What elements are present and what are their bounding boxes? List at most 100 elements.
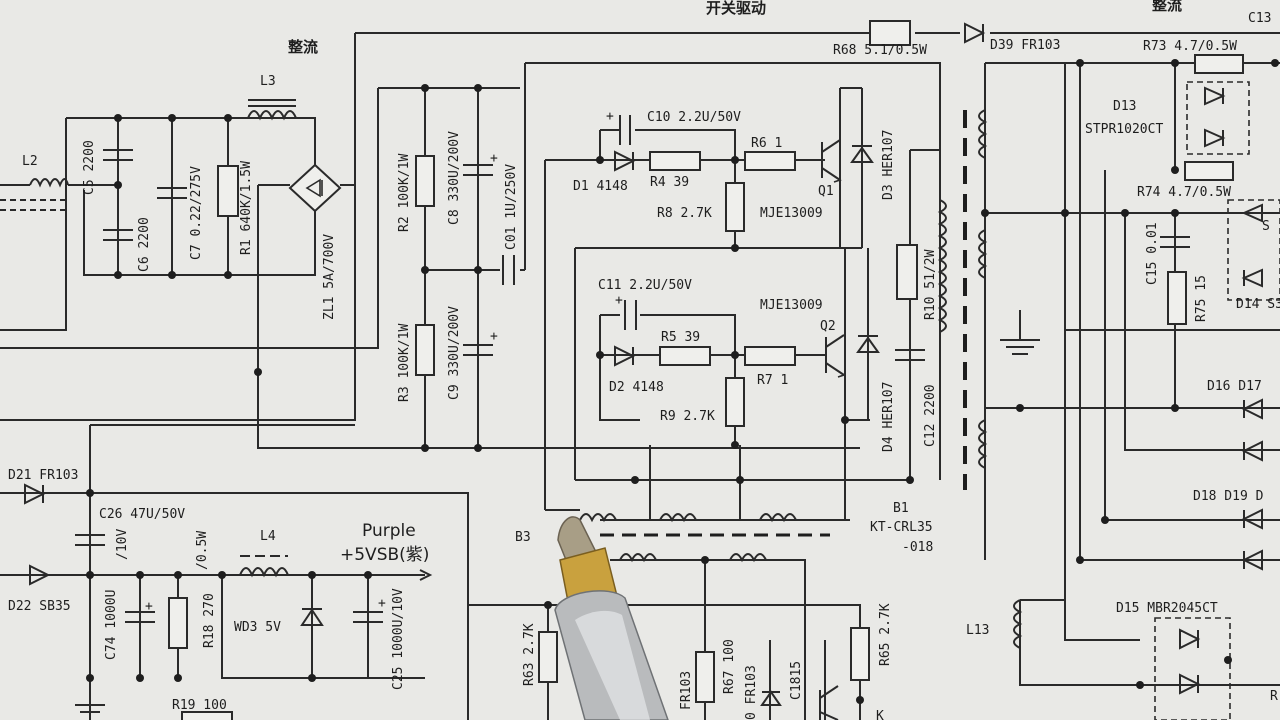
- resistor-r5: [659, 346, 711, 366]
- diode-d3: [850, 145, 874, 163]
- diode-d19: [1241, 549, 1263, 571]
- resistor-r2: [415, 155, 435, 207]
- diode-d21: [24, 483, 46, 505]
- diode-d16: [1241, 398, 1263, 420]
- capacitor-c5: [103, 149, 133, 161]
- label-r68: R68 5.1/0.5W: [833, 43, 927, 58]
- label-c6: C6 2200: [137, 217, 152, 272]
- label-zl1: ZL1 5A/700V: [322, 234, 337, 320]
- transformer-b1-primary: [937, 199, 947, 333]
- label-r4: R4 39: [650, 175, 689, 190]
- resistor-r67: [695, 651, 715, 703]
- label-c12: C12 2200: [923, 384, 938, 447]
- label-b1: B1: [893, 501, 909, 516]
- labels: 整流 开关驱动 整流 L2 L3 L4 L13 C5 2200 C6 2200 …: [8, 0, 1280, 720]
- polarity-plus-icon: +: [490, 329, 498, 344]
- resistor-r8: [725, 182, 745, 232]
- label-fragment-k: K: [876, 709, 884, 720]
- resistor-r1: [217, 165, 239, 217]
- label-c1815: C1815: [789, 661, 804, 700]
- polarity-plus-icon: +: [490, 151, 498, 166]
- bridge-rectifier-zl1: [288, 163, 342, 213]
- transistor-c1815: [819, 685, 839, 720]
- ground-symbol: [1000, 310, 1040, 355]
- package-d14: [1227, 199, 1280, 301]
- transformer-b3-secondary: [619, 553, 767, 563]
- label-r18: R18 270: [202, 593, 217, 648]
- label-c13: C13: [1248, 11, 1271, 26]
- label-q2: Q2: [820, 319, 836, 334]
- label-r2: R2 100K/1W: [397, 154, 412, 232]
- diode-fr103: [760, 690, 782, 706]
- resistor-r68: [869, 20, 911, 46]
- inductor-l2-core: [0, 199, 68, 211]
- capacitor-c15: [1160, 236, 1190, 248]
- polarity-plus-icon: +: [378, 596, 386, 611]
- resistor-r6: [744, 151, 796, 171]
- label-d1: D1 4148: [573, 179, 628, 194]
- label-c26: C26 47U/50V: [99, 507, 185, 522]
- label-r9: R9 2.7K: [660, 409, 715, 424]
- label-purple: Purple: [362, 521, 416, 541]
- label-b1-part: KT-CRL35: [870, 520, 933, 535]
- diode-pair-d13: [1204, 86, 1226, 148]
- bridge-diode-icon: [305, 178, 323, 198]
- resistor-r73: [1194, 54, 1244, 74]
- label-l3: L3: [260, 74, 276, 89]
- inductor-l13: [1013, 599, 1023, 649]
- capacitor-c7: [157, 187, 187, 199]
- label-c5: C5 2200: [82, 140, 97, 195]
- label-c15: C15 0.01: [1145, 222, 1160, 285]
- label-q2-part: MJE13009: [760, 298, 823, 313]
- resistor-r18: [168, 597, 188, 649]
- label-d15: D15 MBR2045CT: [1116, 601, 1218, 616]
- diode-d14a: [1241, 203, 1263, 223]
- label-q1-part: MJE13009: [760, 206, 823, 221]
- resistor-r63: [538, 631, 558, 683]
- label-r3: R3 100K/1W: [397, 324, 412, 402]
- label-r6: R6 1: [751, 136, 782, 151]
- resistor-r7: [744, 346, 796, 366]
- label-l2: L2: [22, 154, 38, 169]
- label-fragment-r: R: [1270, 689, 1278, 704]
- capacitor-c01: [502, 255, 515, 285]
- zener-wd3: [300, 608, 324, 626]
- section-rectify-left: 整流: [288, 38, 318, 56]
- output-arrow-icon: [419, 569, 433, 581]
- label-r8: R8 2.7K: [657, 206, 712, 221]
- inductor-l3: [247, 110, 297, 121]
- label-r1: R1 640K/1.5W: [239, 161, 254, 255]
- transformer-b3-coils: [579, 513, 797, 523]
- label-c01: C01 1U/250V: [504, 164, 519, 250]
- label-c8: C8 330U/200V: [447, 131, 462, 225]
- resistor-r3: [415, 324, 435, 376]
- ground-symbol-2: [75, 704, 105, 713]
- label-c11: C11 2.2U/50V: [598, 278, 692, 293]
- label-d18: D18 D19 D: [1193, 489, 1264, 504]
- label-d13: D13: [1113, 99, 1136, 114]
- label-fr103c: 0 FR103: [744, 665, 759, 720]
- capacitor-c8: [463, 164, 493, 176]
- label-d13-part: STPR1020CT: [1085, 122, 1163, 137]
- diode-d14b: [1241, 268, 1263, 288]
- inductor-l4: [239, 567, 289, 578]
- section-switch-drive: 开关驱动: [706, 0, 766, 17]
- label-c26-v: /10V: [115, 529, 130, 560]
- label-r67: R67 100: [722, 639, 737, 694]
- package-d13: [1186, 81, 1250, 155]
- label-r75: R75 15: [1194, 275, 1209, 322]
- diode-d22: [29, 564, 51, 586]
- label-c25: C25 1000U/10V: [391, 588, 406, 690]
- resistor-r9: [725, 377, 745, 427]
- label-r63: R63 2.7K: [522, 623, 537, 686]
- soldering-iron-pointer: [554, 516, 669, 720]
- capacitor-c12: [895, 349, 925, 361]
- diode-pair-d15: [1179, 628, 1201, 695]
- junction-dots: [86, 59, 1279, 704]
- polarity-plus-icon: +: [145, 599, 153, 614]
- label-q1: Q1: [818, 184, 834, 199]
- transformer-b1-secondary: [978, 109, 988, 469]
- capacitor-c74: [125, 611, 155, 623]
- label-r10: R10 51/2W: [923, 249, 938, 320]
- label-d39: D39 FR103: [990, 38, 1060, 53]
